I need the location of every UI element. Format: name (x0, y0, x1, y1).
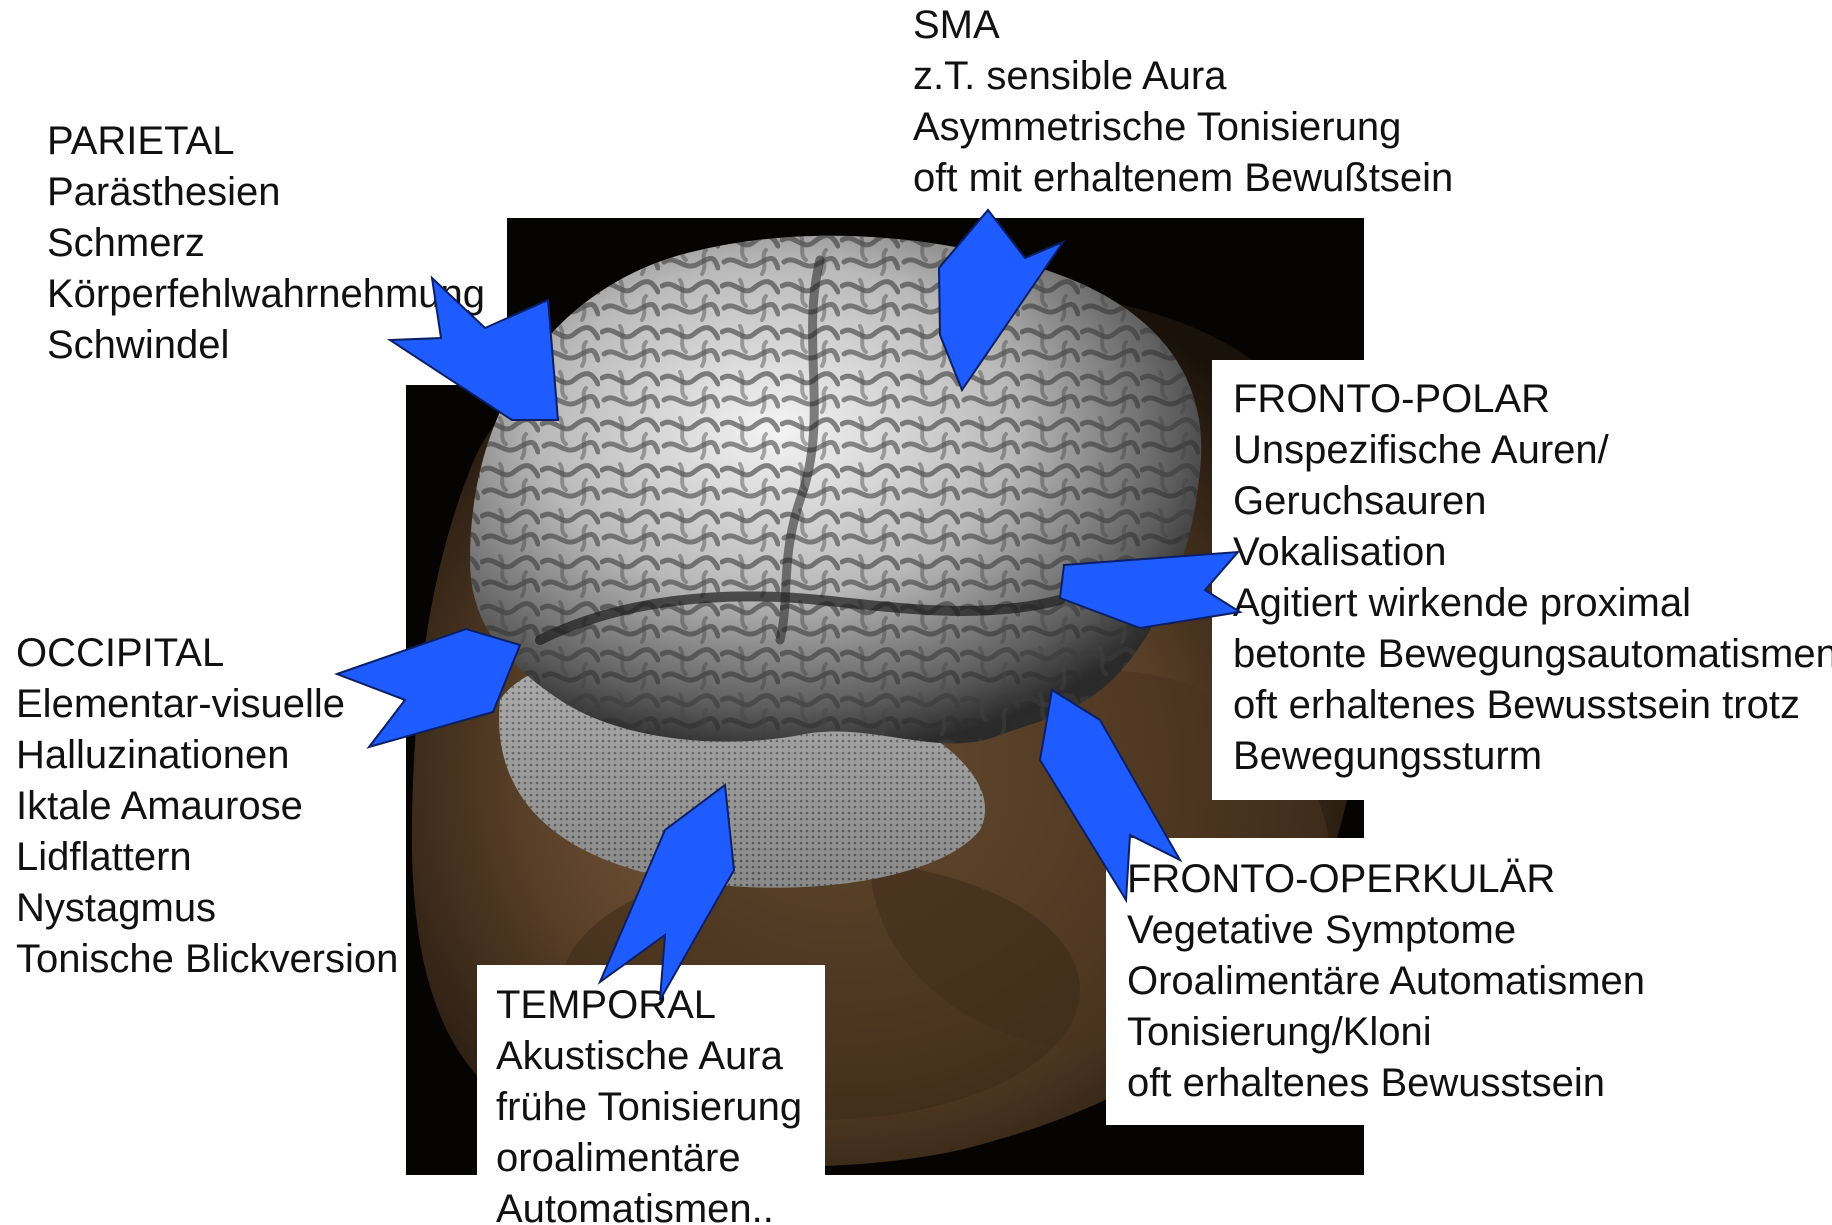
occipital-line: Elementar-visuelle (16, 679, 398, 730)
fronto-operkular-title: FRONTO-OPERKULÄR (1127, 854, 1645, 905)
occipital-title: OCCIPITAL (16, 628, 398, 679)
occipital-line: Iktale Amaurose (16, 781, 398, 832)
parietal-title: PARIETAL (47, 116, 485, 167)
fronto-polar-line: Unspezifische Auren/ (1233, 425, 1832, 476)
sma-line: Asymmetrische Tonisierung (913, 102, 1453, 153)
sma-line: z.T. sensible Aura (913, 51, 1453, 102)
fronto-polar-title: FRONTO-POLAR (1233, 374, 1832, 425)
occipital-line: Nystagmus (16, 883, 398, 934)
temporal-line: Automatismen.. (496, 1184, 802, 1225)
fronto-polar-line: betonte Bewegungsautomatismen (1233, 629, 1832, 680)
parietal-line: Schwindel (47, 320, 485, 371)
sma-label: SMA z.T. sensible Aura Asymmetrische Ton… (913, 0, 1453, 204)
fronto-polar-line: Agitiert wirkende proximal (1233, 578, 1832, 629)
fronto-polar-line: Bewegungssturm (1233, 731, 1832, 782)
sma-title: SMA (913, 0, 1453, 51)
fronto-operkular-line: Oroalimentäre Automatismen (1127, 956, 1645, 1007)
parietal-line: Parästhesien (47, 167, 485, 218)
occipital-line: Tonische Blickversion (16, 934, 398, 985)
fronto-polar-line: oft erhaltenes Bewusstsein trotz (1233, 680, 1832, 731)
fronto-operkular-line: Tonisierung/Kloni (1127, 1007, 1645, 1058)
fronto-polar-line: Vokalisation (1233, 527, 1832, 578)
fronto-operkular-label: FRONTO-OPERKULÄR Vegetative Symptome Oro… (1127, 854, 1645, 1109)
temporal-line: oroalimentäre (496, 1133, 802, 1184)
fronto-polar-line: Geruchsauren (1233, 476, 1832, 527)
temporal-label: TEMPORAL Akustische Aura frühe Tonisieru… (496, 980, 802, 1225)
fronto-polar-label: FRONTO-POLAR Unspezifische Auren/ Geruch… (1233, 374, 1832, 782)
temporal-line: frühe Tonisierung (496, 1082, 802, 1133)
temporal-title: TEMPORAL (496, 980, 802, 1031)
parietal-line: Schmerz (47, 218, 485, 269)
fronto-operkular-line: Vegetative Symptome (1127, 905, 1645, 956)
occipital-label: OCCIPITAL Elementar-visuelle Halluzinati… (16, 628, 398, 985)
parietal-label: PARIETAL Parästhesien Schmerz Körperfehl… (47, 116, 485, 371)
sma-line: oft mit erhaltenem Bewußtsein (913, 153, 1453, 204)
occipital-line: Halluzinationen (16, 730, 398, 781)
fronto-operkular-line: oft erhaltenes Bewusstsein (1127, 1058, 1645, 1109)
temporal-line: Akustische Aura (496, 1031, 802, 1082)
occipital-line: Lidflattern (16, 832, 398, 883)
parietal-line: Körperfehlwahrnehmung (47, 269, 485, 320)
